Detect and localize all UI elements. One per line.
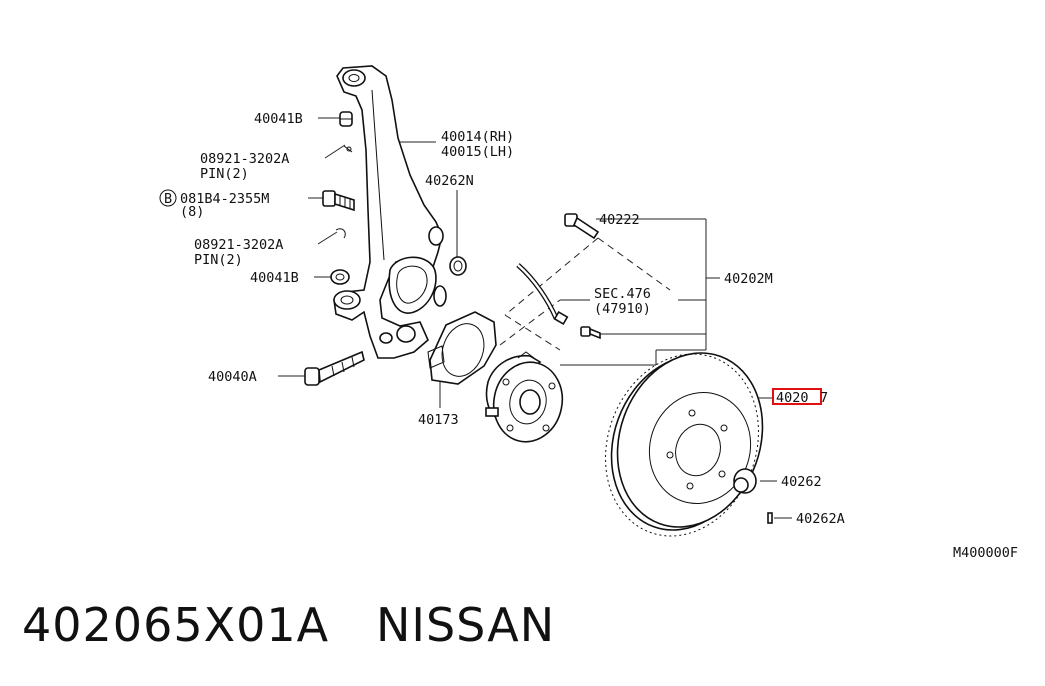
label-bolt-marker: B [164, 191, 172, 207]
stud-40222 [564, 213, 600, 240]
steering-knuckle [333, 65, 447, 359]
label-40041b-top: 40041B [254, 111, 303, 127]
label-40015: 40015(LH) [441, 144, 514, 160]
label-40262a: 40262A [796, 511, 845, 527]
brake-rotor-40206 [605, 352, 764, 537]
wheel-nut-40262 [733, 468, 757, 494]
bolt-reference-marker [159, 189, 177, 207]
insulator-bottom [330, 269, 350, 285]
nut-40262n [449, 256, 467, 276]
abs-sensor-cable [516, 263, 569, 326]
label-40173: 40173 [418, 412, 459, 428]
brand-name: NISSAN [376, 598, 556, 652]
pin-bottom [335, 228, 346, 239]
label-40262n: 40262N [425, 173, 474, 189]
label-40041b-bottom: 40041B [250, 270, 299, 286]
pin-top [343, 145, 353, 153]
highlight-box [772, 388, 822, 405]
label-40222: 40222 [599, 212, 640, 228]
label-bolt-qty: (8) [180, 204, 204, 220]
part-number: 402065X01A [22, 598, 330, 652]
label-pin-bottom-qty: PIN(2) [194, 252, 243, 268]
leader-lines [278, 117, 792, 519]
label-40262: 40262 [781, 474, 822, 490]
label-40040a: 40040A [208, 369, 257, 385]
label-pin-bottom: 08921-3202A [194, 237, 283, 253]
sensor-bolt [580, 326, 601, 340]
label-40206-highlighted: 4020 [776, 390, 809, 406]
stud-40262a [767, 512, 773, 524]
hub-assembly-40202m [485, 351, 564, 443]
diagram-code: M400000F [953, 545, 1018, 561]
label-pin-top: 08921-3202A [200, 151, 289, 167]
label-sec-ref: (47910) [594, 301, 651, 317]
part-caption: 402065X01A NISSAN [22, 598, 555, 652]
bolt-40040a [304, 350, 365, 386]
insulator-top [339, 111, 353, 127]
baffle-plate-40173 [427, 311, 497, 385]
label-40014: 40014(RH) [441, 129, 514, 145]
label-pin-top-qty: PIN(2) [200, 166, 249, 182]
bolt-081b4 [322, 190, 355, 212]
part-labels: 40041B 40014(RH) 40015(LH) 08921-3202A P… [164, 111, 1018, 561]
label-bolt: 081B4-2355M [180, 191, 269, 207]
label-40206-rest: 7 [820, 390, 828, 406]
label-sec-476: SEC.476 [594, 286, 651, 302]
label-40202m: 40202M [724, 271, 773, 287]
